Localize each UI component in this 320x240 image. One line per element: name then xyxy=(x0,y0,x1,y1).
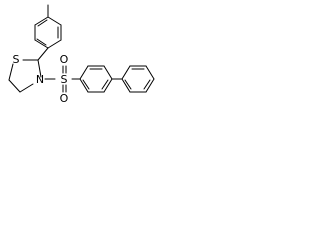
bond xyxy=(103,78,113,93)
atom-s-ring: S xyxy=(13,53,20,66)
bond xyxy=(8,63,14,81)
bond xyxy=(19,83,34,93)
bond xyxy=(37,59,42,78)
biphenyl-ring-2 xyxy=(121,65,155,93)
double-bond xyxy=(37,19,48,27)
atom-o-lower: O xyxy=(60,92,69,105)
bond xyxy=(121,78,131,93)
atom-o-upper: O xyxy=(60,53,69,66)
bond xyxy=(145,78,155,93)
bond xyxy=(47,39,62,49)
bond xyxy=(79,65,89,80)
biphenyl-ring-1 xyxy=(79,65,113,93)
double-bond xyxy=(124,79,132,90)
double-bond xyxy=(143,79,151,90)
toluene-ring xyxy=(34,16,62,49)
bond xyxy=(79,78,89,93)
bond xyxy=(34,39,49,49)
sulfonyl-oxygens xyxy=(62,65,67,93)
bond-aryl-c2 xyxy=(37,47,49,61)
thiazolidine-ring xyxy=(8,59,42,93)
bond xyxy=(145,65,155,80)
bond xyxy=(121,65,131,80)
bond xyxy=(103,65,113,80)
atom-n: N xyxy=(36,73,44,86)
bond xyxy=(8,79,21,93)
bond xyxy=(34,16,49,26)
double-bond xyxy=(82,79,90,90)
molecule-diagram: S N S O O xyxy=(8,4,155,105)
double-bond xyxy=(101,79,109,90)
double-bond xyxy=(36,38,47,46)
bond xyxy=(47,16,62,26)
atom-s-sulfonyl: S xyxy=(61,73,68,86)
